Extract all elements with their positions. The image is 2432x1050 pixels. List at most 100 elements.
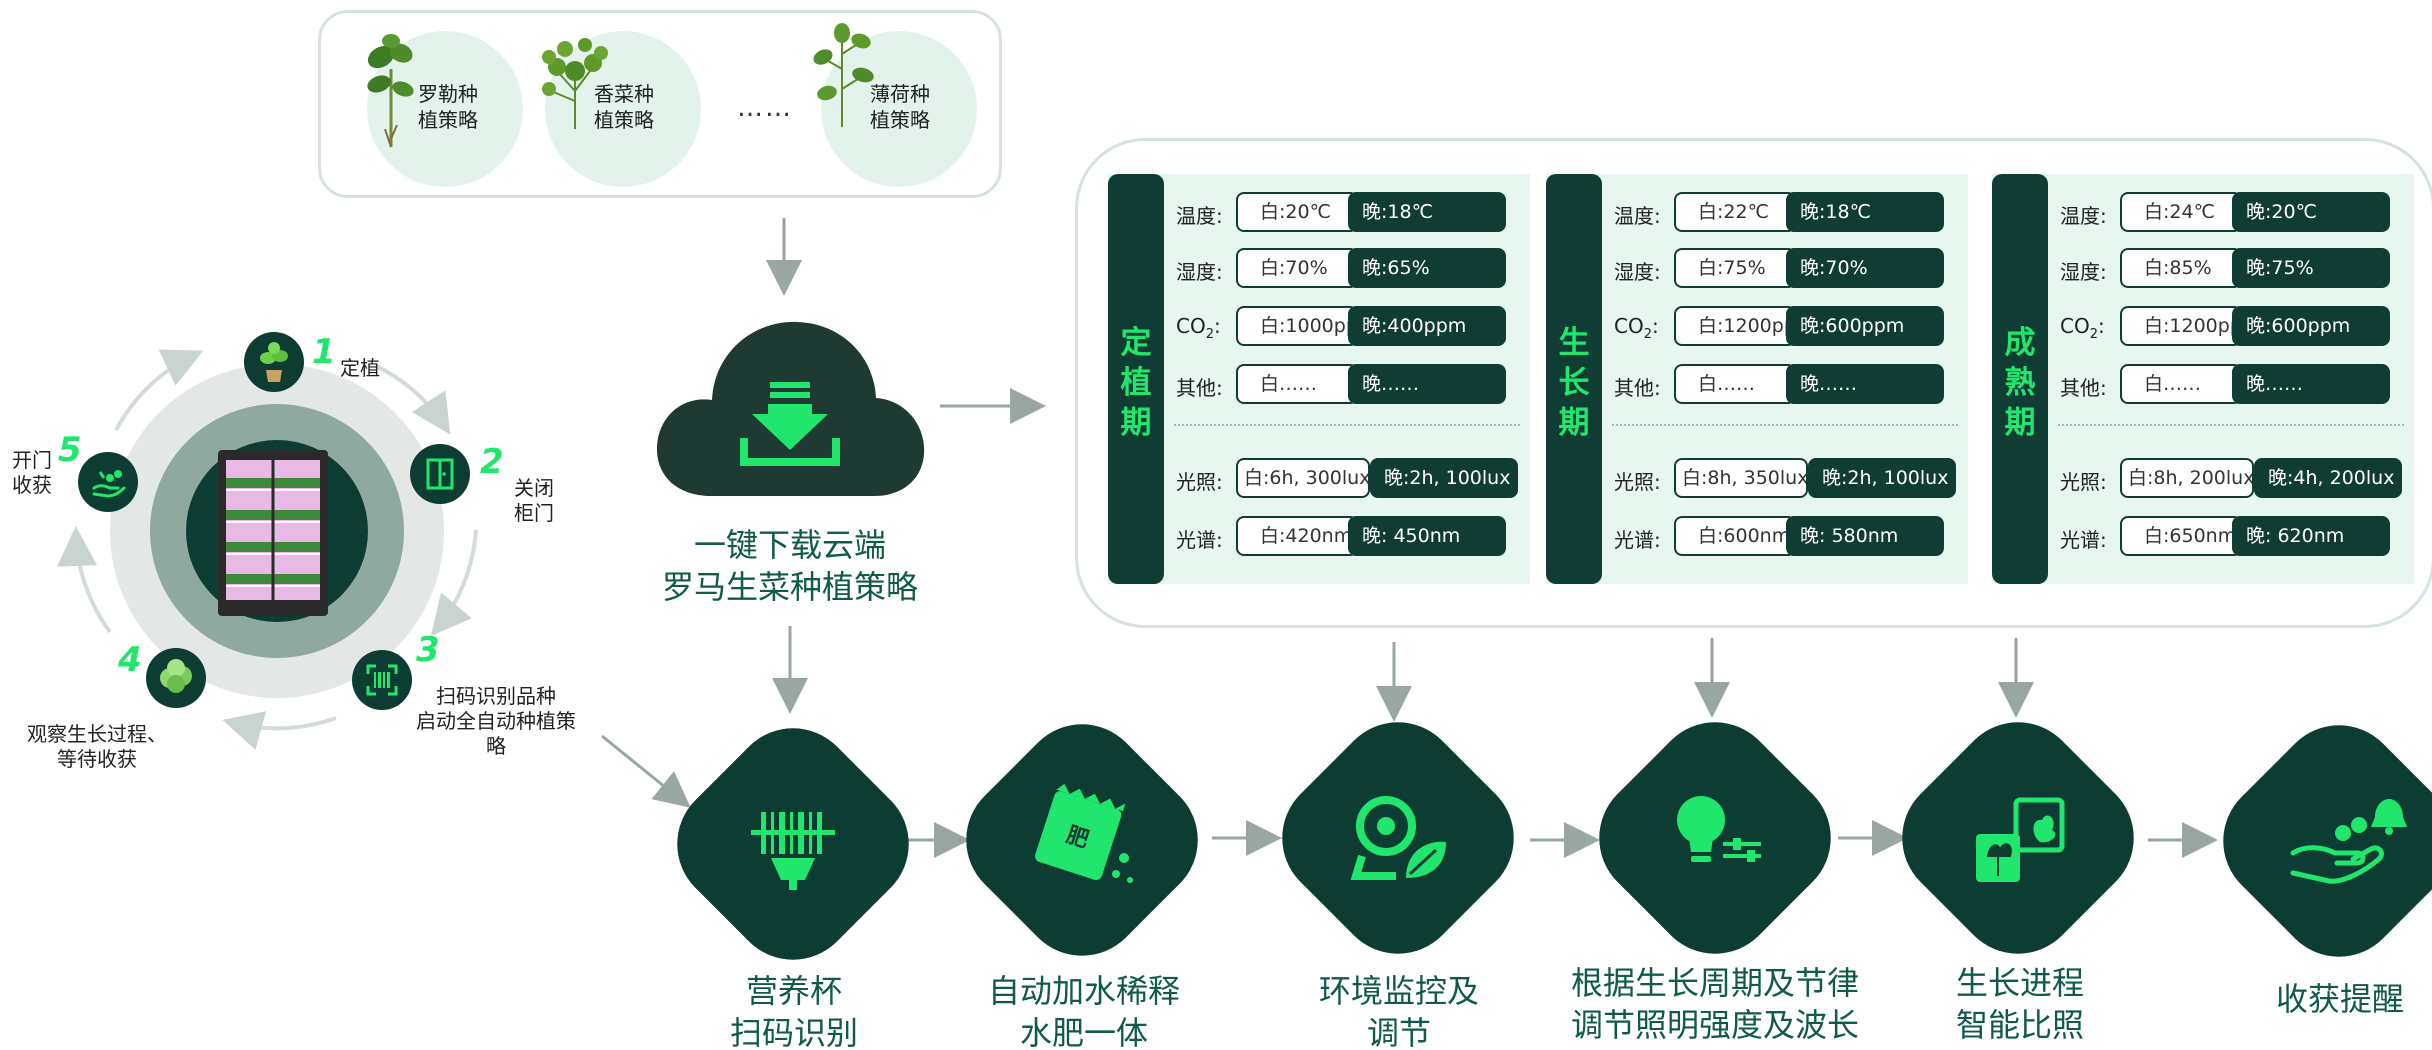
cloud-download-icon[interactable] [652,310,928,510]
basil-plant-icon [367,34,414,148]
co2-day-value: 白:1200ppm [1674,306,1796,346]
stage-title-tab[interactable] [1108,174,1164,584]
co2-label-subscript: 2 [1205,327,1214,342]
basil-strategy-label: 罗勒种 植策略 [403,81,493,133]
cycle-label-observe: 观察生长过程、 等待收获 [22,722,172,772]
spectrum-day-value: 白:420nm [1236,516,1358,556]
cycle2-line2: 柜门 [514,501,554,525]
stage-title-char: 定 [1120,325,1152,361]
other-day-value: 白…… [2120,364,2242,404]
co2-label-suffix: : [2098,314,2105,338]
temp-label: 温度: [1176,204,1223,228]
mint-strategy-circle[interactable] [821,31,977,187]
stage-title-char: 生 [1558,325,1590,361]
spectrum-day-value: 白:650nm [2120,516,2242,556]
light-day-value: 白:8h, 200lux [2120,458,2254,498]
step1-caption-line2: 扫码识别 [729,1014,858,1050]
co2-label-prefix: CO [1176,314,1206,338]
spectrum-label: 光谱: [1176,528,1223,552]
cycle3-line3: 略 [486,734,506,758]
mint-strategy-label: 薄荷种 植策略 [855,81,945,133]
step-auto-fertilize-caption: 自动加水稀释 水肥一体 [944,970,1224,1050]
cycle-node-harvest[interactable] [78,452,138,512]
coriander-label-line1: 香菜种 [594,82,654,106]
step-harvest-reminder-caption: 收获提醒 [2242,978,2432,1020]
harvest-hand-icon [92,470,126,498]
co2-label: CO2: [1614,314,1659,342]
other-day-value: 白…… [1236,364,1358,404]
mint-plant-icon [813,23,874,127]
step1-caption-line1: 营养杯 [745,972,842,1010]
stage-title-char: 成 [2004,325,2036,361]
stage-title-char: 植 [1120,365,1152,401]
co2-day-value: 白:1200ppm [2120,306,2242,346]
step2-caption-line2: 水肥一体 [1019,1014,1148,1050]
spectrum-night-value: 晚: 620nm [2232,516,2390,556]
cycle-label-harvest: 开门 收获 [6,448,58,498]
other-label: 其他: [2060,376,2107,400]
coriander-plant-icon [542,38,608,129]
co2-label-subscript: 2 [1643,327,1652,342]
co2-label: CO2: [1176,314,1221,342]
temp-day-value: 白:20℃ [1236,192,1358,232]
step3-caption-line2: 调节 [1366,1014,1431,1050]
co2-day-value: 白:1000ppm [1236,306,1358,346]
cycle-num-4: 4 [118,640,142,680]
cycle4-line1: 观察生长过程、 [27,722,167,746]
cycle-num-1: 1 [312,332,336,372]
humidity-day-value: 白:75% [1674,248,1796,288]
light-label: 光照: [2060,470,2107,494]
barcode-scan-icon [751,812,835,890]
other-night-value: 晚…… [2232,364,2390,404]
stage-title-char: 期 [1120,405,1152,441]
other-night-value: 晚…… [1348,364,1506,404]
co2-night-value: 晚:600ppm [2232,306,2390,346]
scan-icon [366,664,398,696]
co2-label-subscript: 2 [2089,327,2098,342]
cycle-num-3: 3 [416,630,440,670]
coriander-label-line2: 植策略 [594,108,654,132]
other-label: 其他: [1176,376,1223,400]
mint-label-line1: 薄荷种 [870,82,930,106]
temp-night-value: 晚:20℃ [2232,192,2390,232]
other-label: 其他: [1614,376,1661,400]
light-night-value: 晚:2h, 100lux [1370,458,1518,498]
humidity-label: 湿度: [1614,260,1661,284]
temp-night-value: 晚:18℃ [1348,192,1506,232]
cycle2-line1: 关闭 [514,476,554,500]
cycle-ring-arrows [57,349,478,750]
humidity-label: 湿度: [2060,260,2107,284]
humidity-night-value: 晚:65% [1348,248,1506,288]
step2-caption-line1: 自动加水稀释 [987,972,1180,1010]
cycle4-line2: 等待收获 [57,747,137,771]
spectrum-label: 光谱: [2060,528,2107,552]
stage-title-tab[interactable] [1992,174,2048,584]
light-night-value: 晚:4h, 200lux [2254,458,2402,498]
humidity-day-value: 白:70% [1236,248,1358,288]
stage-divider [1612,424,1958,426]
temp-label: 温度: [1614,204,1661,228]
more-strategies-ellipsis: …… [737,93,793,123]
mint-label-line2: 植策略 [870,108,930,132]
light-label: 光照: [1614,470,1661,494]
cycle3-line1: 扫码识别品种 [436,684,556,708]
cloud-caption-line1: 一键下载云端 [693,526,886,564]
light-label: 光照: [1176,470,1223,494]
co2-label-suffix: : [1214,314,1221,338]
step5-caption-line1: 生长进程 [1955,964,2084,1002]
coriander-strategy-circle[interactable] [545,31,701,187]
harvest-bell-icon [2290,799,2407,884]
light-day-value: 白:8h, 350lux [1674,458,1808,498]
stage-title-tab[interactable] [1546,174,1602,584]
humidity-night-value: 晚:70% [1786,248,1944,288]
fertilizer-bag-icon: 肥 [1035,783,1133,883]
stage-title-char: 熟 [2004,365,2036,401]
step6-caption-line1: 收获提醒 [2275,980,2404,1018]
co2-night-value: 晚:400ppm [1348,306,1506,346]
cycle-node-scan[interactable] [352,650,412,710]
cycle-label-plant: 定植 [340,356,380,380]
co2-label-suffix: : [1652,314,1659,338]
